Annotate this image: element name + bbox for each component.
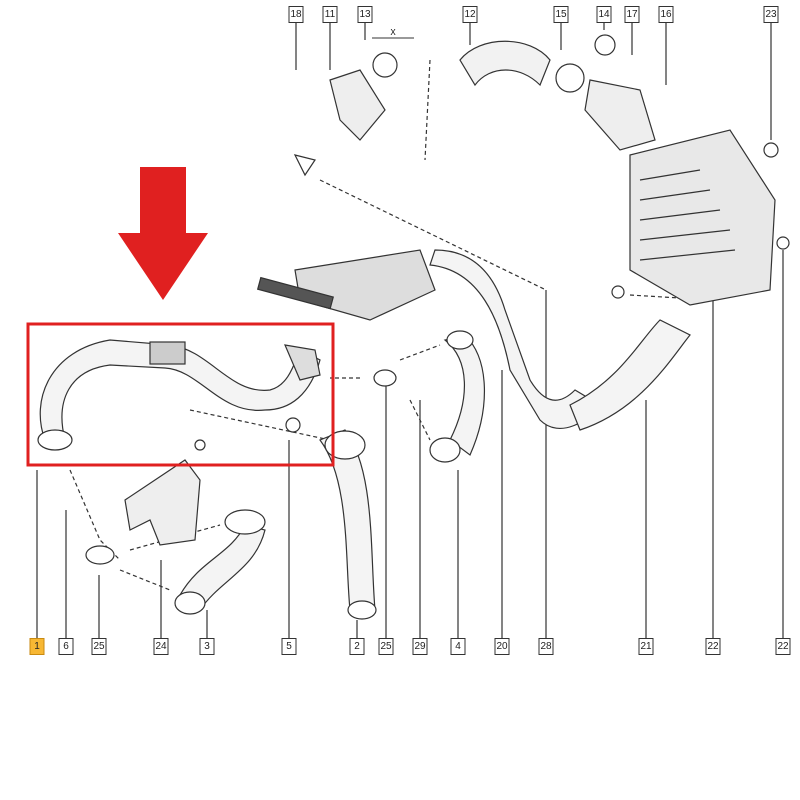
part-label-24[interactable]: 24 [153,638,169,655]
svg-text:X: X [390,28,396,37]
part-label-29[interactable]: 29 [412,638,428,655]
part-label-25b[interactable]: 25 [378,638,394,655]
part-label-18[interactable]: 18 [288,6,304,23]
part-label-3[interactable]: 3 [199,638,215,655]
part-label-20[interactable]: 20 [494,638,510,655]
part-label-12[interactable]: 12 [462,6,478,23]
part-label-16[interactable]: 16 [658,6,674,23]
part-label-22b[interactable]: 22 [775,638,791,655]
part-label-14[interactable]: 14 [596,6,612,23]
red-arrow-down-icon [118,167,208,300]
part-label-15[interactable]: 15 [553,6,569,23]
part-label-5[interactable]: 5 [281,638,297,655]
dimension-x-mark: X [372,28,414,39]
part-label-4[interactable]: 4 [450,638,466,655]
part-label-25[interactable]: 25 [91,638,107,655]
part-label-1[interactable]: 1 [29,638,45,655]
part-label-22[interactable]: 22 [705,638,721,655]
part-label-6[interactable]: 6 [58,638,74,655]
part-label-21[interactable]: 21 [638,638,654,655]
part-label-23[interactable]: 23 [763,6,779,23]
part-label-11[interactable]: 11 [322,6,338,23]
part-label-13[interactable]: 13 [357,6,373,23]
part-label-28[interactable]: 28 [538,638,554,655]
part-label-17[interactable]: 17 [624,6,640,23]
highlight-box [26,322,335,467]
part-label-2[interactable]: 2 [349,638,365,655]
